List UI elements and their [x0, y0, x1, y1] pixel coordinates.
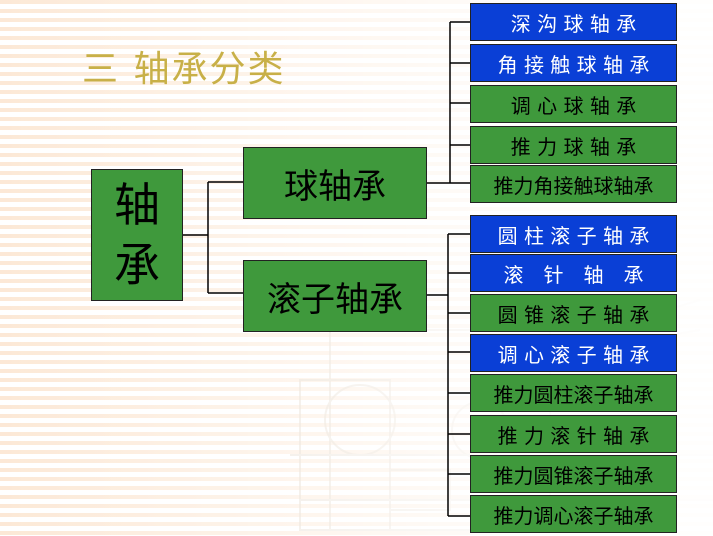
ball-leaf-3: 调 心 球 轴 承	[470, 85, 677, 123]
leaf-label: 推 力 球 轴 承	[510, 134, 637, 159]
leaf-label: 调 心 球 轴 承	[510, 93, 637, 118]
ball-bearing-node: 球轴承	[243, 147, 427, 219]
roller-leaf-4: 调 心 滚 子 轴 承	[470, 334, 677, 372]
leaf-label: 推 力 滚 针 轴 承	[497, 423, 650, 448]
roller-leaf-8: 推力调心滚子轴承	[470, 495, 677, 533]
leaf-label: 推力圆柱滚子轴承	[493, 382, 654, 407]
leaf-label: 深 沟 球 轴 承	[510, 11, 637, 36]
leaf-label: 角 接 触 球 轴 承	[497, 52, 650, 77]
leaf-label: 推力调心滚子轴承	[493, 503, 654, 528]
roller-leaf-6: 推 力 滚 针 轴 承	[470, 415, 677, 453]
ball-leaf-1: 深 沟 球 轴 承	[470, 3, 677, 41]
roller-leaf-5: 推力圆柱滚子轴承	[470, 374, 677, 412]
page-title: 三 轴承分类	[82, 49, 286, 90]
leaf-label: 调 心 滚 子 轴 承	[497, 342, 650, 367]
roller-leaf-1: 圆 柱 滚 子 轴 承	[470, 215, 677, 253]
ball-leaf-4: 推 力 球 轴 承	[470, 126, 677, 164]
leaf-label: 圆 柱 滚 子 轴 承	[497, 223, 650, 248]
ball-leaf-2: 角 接 触 球 轴 承	[470, 44, 677, 82]
roller-bearing-node: 滚子轴承	[243, 260, 427, 332]
leaf-label: 推力角接触球轴承	[493, 173, 654, 198]
root-node-label: 轴承	[114, 178, 160, 292]
roller-leaf-3: 圆 锥 滚 子 轴 承	[470, 294, 677, 332]
root-node-bearing: 轴承	[91, 169, 183, 301]
roller-bearing-label: 滚子轴承	[267, 279, 403, 320]
leaf-label: 圆 锥 滚 子 轴 承	[497, 302, 650, 327]
leaf-label: 推力圆锥滚子轴承	[493, 463, 654, 488]
leaf-label: 滚 针 轴 承	[503, 262, 644, 287]
roller-leaf-2: 滚 针 轴 承	[470, 254, 677, 292]
ball-bearing-label: 球轴承	[284, 166, 386, 207]
roller-leaf-7: 推力圆锥滚子轴承	[470, 455, 677, 493]
ball-leaf-5: 推力角接触球轴承	[470, 165, 677, 203]
